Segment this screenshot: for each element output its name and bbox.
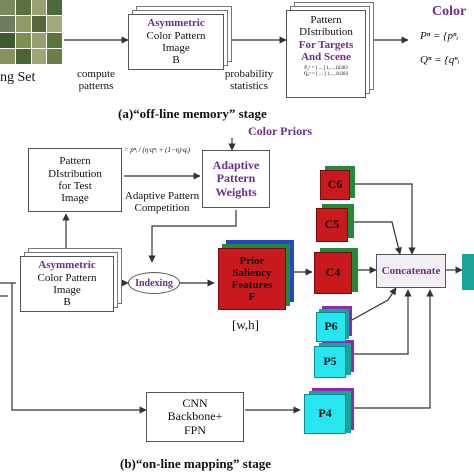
offline-asym-line4: B [172, 54, 180, 67]
offline-asym-line3: Image [162, 42, 190, 54]
offline-pattern-line1: Pattern [310, 14, 342, 26]
arrow-p6-to-concat [351, 287, 397, 321]
prior-saliency-box: Prior Saliency Features F [218, 248, 286, 310]
concatenate-box: Concatenate [376, 254, 446, 288]
offline-pattern-row1: P₀ⁿ = [ ... ] 1,...,16383 [304, 66, 348, 72]
formula-q: Qⁿ = {qⁿᵢ [420, 54, 460, 66]
p6-box: P6 [316, 312, 346, 342]
offline-asym-box: Asymmetric Color Pattern Image B [128, 14, 224, 70]
p4-box: P4 [304, 394, 346, 434]
arrow-c6-to-concat [350, 183, 416, 255]
online-asym-box: Asymmetric Color Pattern Image B [20, 256, 114, 312]
wh-label: [w,h] [232, 317, 259, 332]
offline-pattern-box: Pattern DIstribution For Targets And Sce… [286, 10, 366, 98]
c4-box: C4 [314, 252, 352, 294]
test-distribution-box: Pattern DIstribution for Test Image [28, 148, 122, 212]
adaptive-competition-label: Adaptive Pattern Competition [124, 190, 200, 215]
offline-pattern-line2: DIstribution [299, 26, 353, 39]
probability-statistics-label: probability statistics [224, 68, 274, 93]
p5-box: P5 [314, 346, 346, 378]
online-asym-title: Asymmetric [38, 259, 96, 272]
cnn-backbone-box: CNN Backbone+ FPN [146, 392, 244, 442]
online-asym-line2: Color Pattern [37, 271, 97, 284]
indexing-label: Indexing [135, 277, 173, 289]
weight-formula: wⁿᵢ = pⁿᵢ / (η·qⁿᵢ + (1−η)·qᵢ) [114, 146, 191, 154]
online-asym-line3: Image [53, 284, 81, 296]
compute-patterns-label: compute patterns [77, 68, 115, 93]
indexing-ellipse: Indexing [128, 272, 180, 294]
offline-pattern-line3: For Targets [298, 38, 354, 51]
color-title: Color [432, 4, 467, 19]
c5-box: C5 [316, 208, 348, 242]
training-set-label: ng Set [0, 70, 36, 85]
online-caption: (b)“on-line mapping” stage [120, 456, 271, 471]
arrow-p4-to-concat [352, 289, 434, 409]
arrow-adaptive-to-indexing [148, 210, 237, 263]
training-set-thumbnails [0, 0, 62, 64]
arrow-p5-to-concat [352, 289, 412, 355]
online-asym-line4: B [63, 296, 71, 309]
adaptive-weights-box: Adaptive Pattern Weights [202, 150, 270, 208]
color-priors-label: Color Priors [248, 124, 313, 138]
offline-caption: (a)“off-line memory” stage [118, 106, 267, 121]
c6-box: C6 [320, 170, 350, 200]
offline-pattern-line4: And Scene [301, 50, 351, 63]
output-box [462, 254, 474, 290]
offline-pattern-row2: Q₀ⁿ = [ ... ] 1,...,16383 [303, 71, 349, 77]
offline-asym-line2: Color Pattern [146, 29, 206, 42]
offline-asym-title: Asymmetric [147, 17, 205, 30]
trunk-left [11, 283, 147, 414]
formula-p: Pⁿ = {pⁿᵢ [420, 30, 459, 42]
arrow-c5-to-concat [350, 221, 402, 255]
